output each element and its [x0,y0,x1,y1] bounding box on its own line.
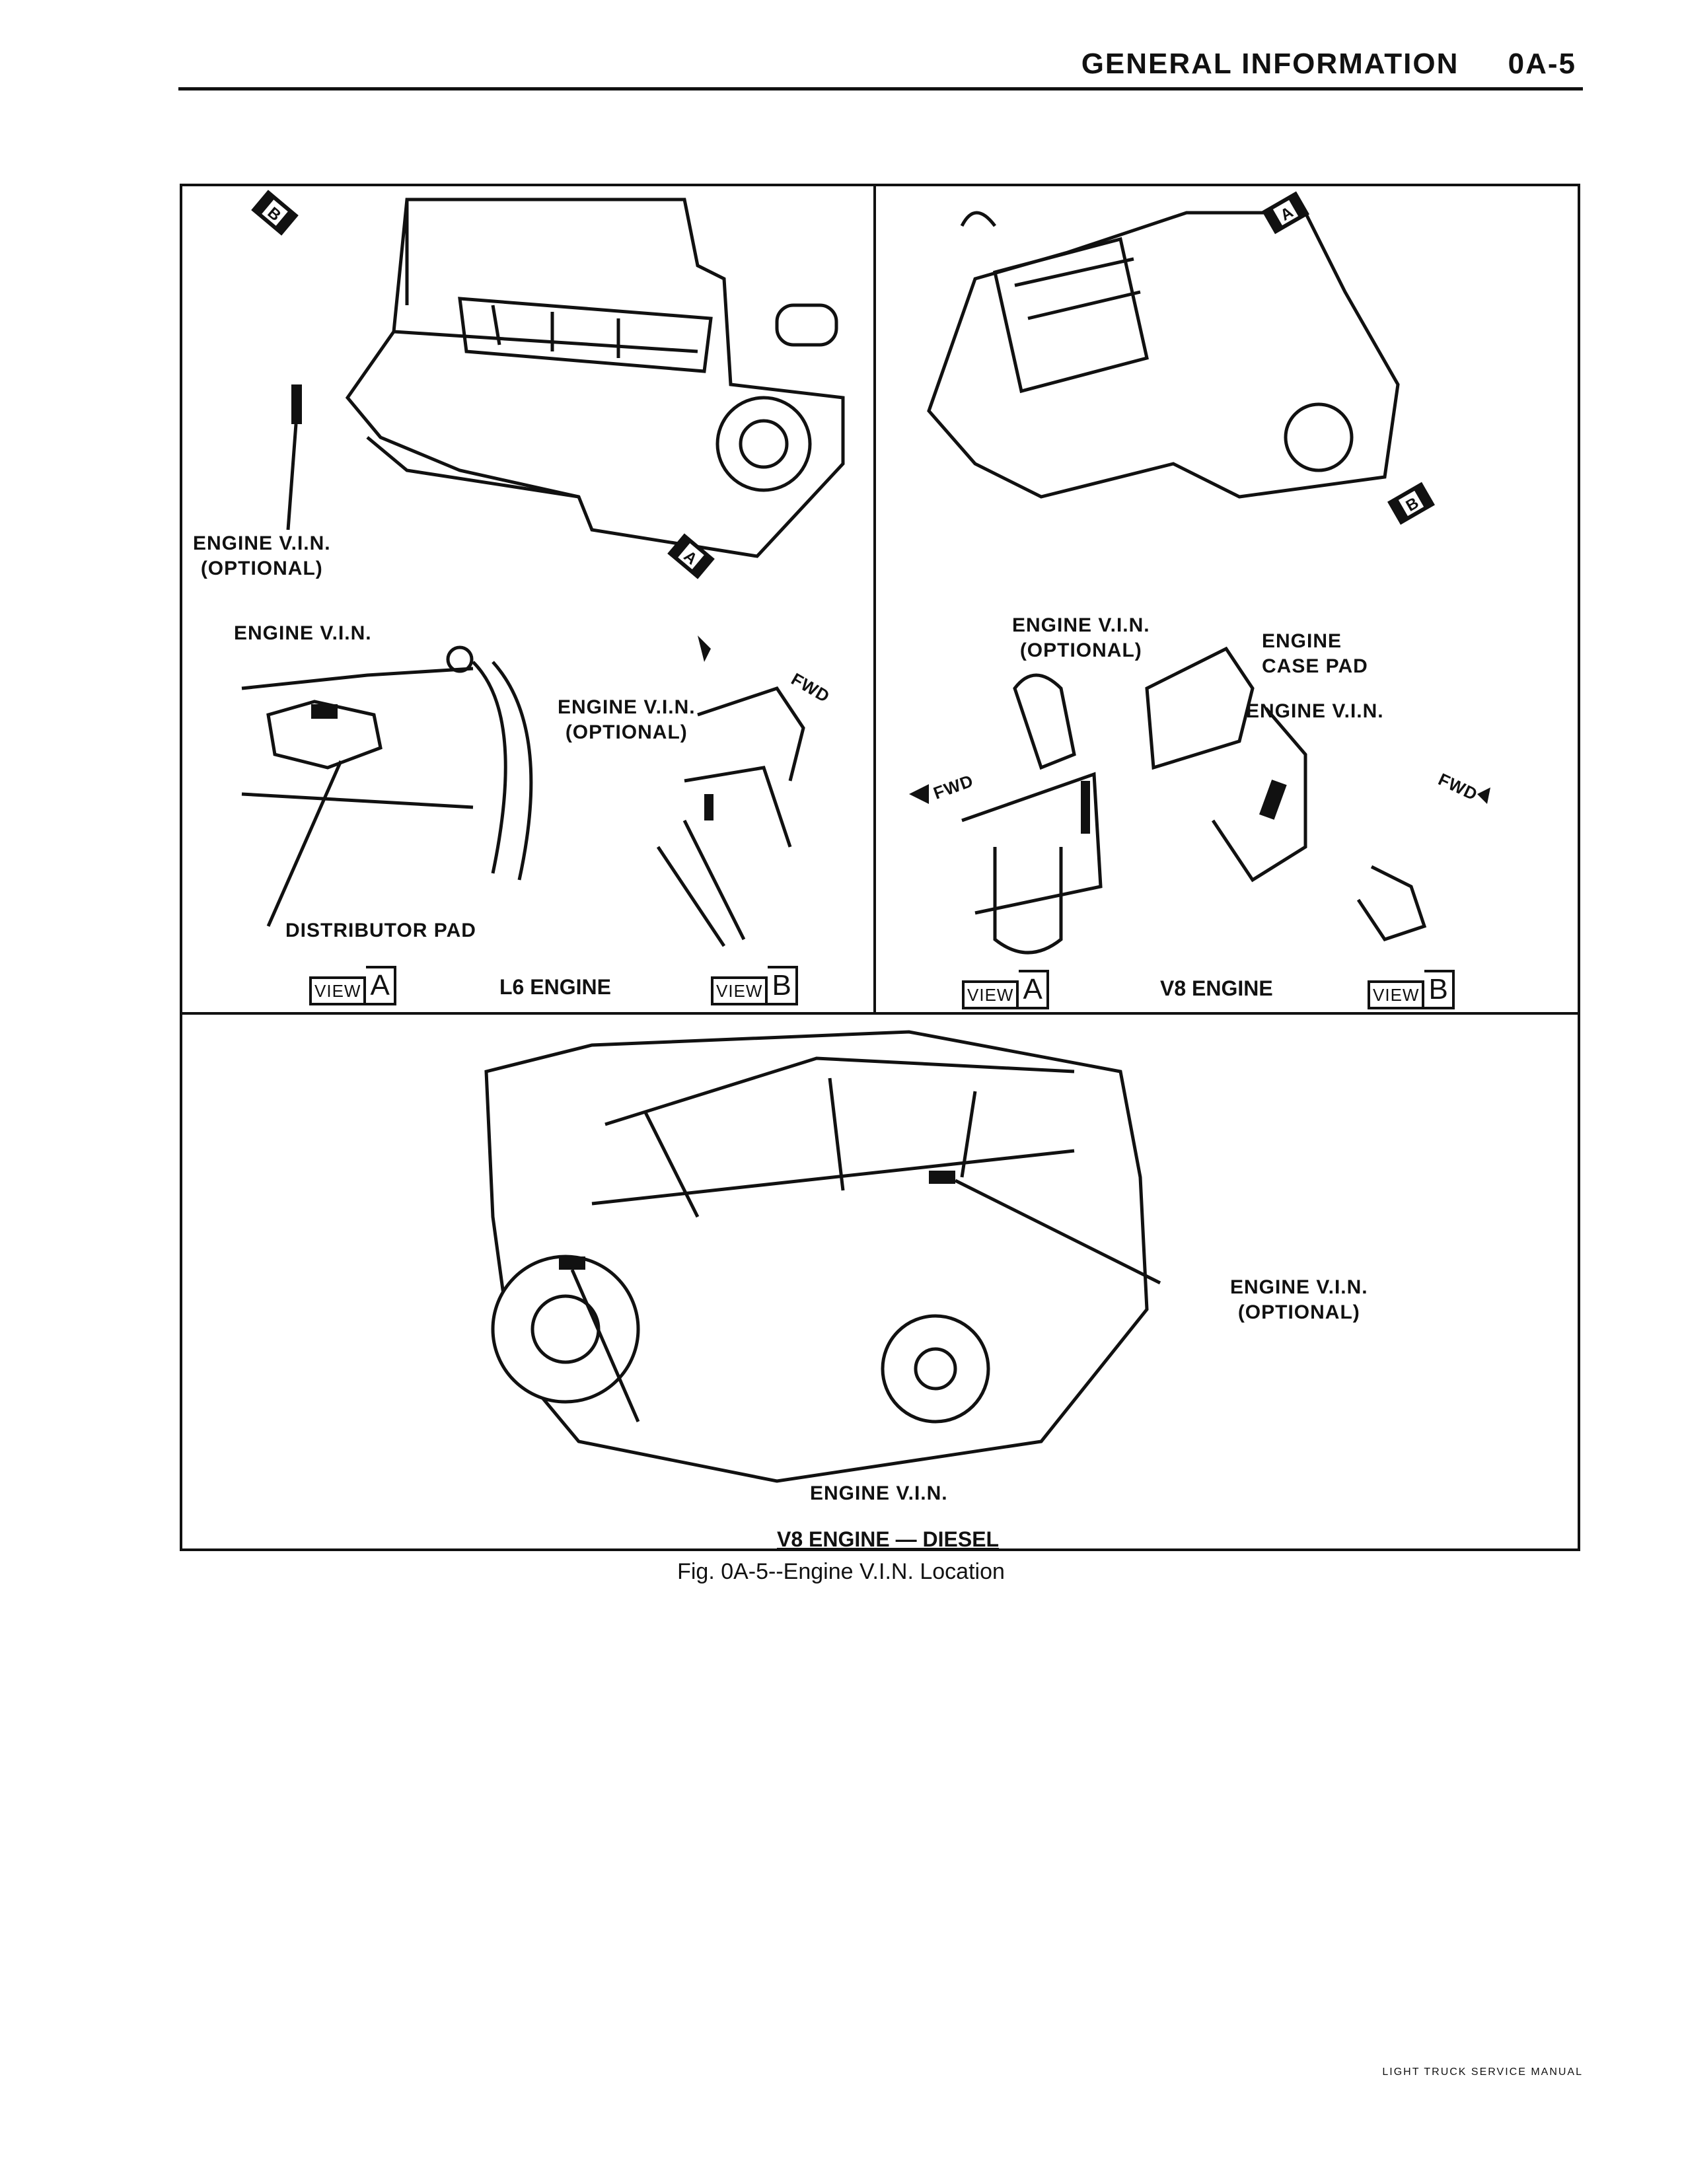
header-rule [178,87,1583,91]
label-line: CASE PAD [1262,655,1368,677]
v8-vin-label: ENGINE V.I.N. [1246,700,1384,722]
view-letter: A [366,966,396,1005]
figure-caption: Fig. 0A-5--Engine V.I.N. Location [677,1559,1005,1584]
l6-engine-drawing [286,198,845,558]
view-letter: B [768,966,798,1005]
engine-illustrations: B A A [241,190,1490,1483]
page-number: 0A-5 [1508,48,1576,80]
v8-view-b-drawing [1145,646,1490,941]
label-line: ENGINE V.I.N. [1012,614,1150,636]
view-word: VIEW [711,976,768,1005]
label-line: (OPTIONAL) [200,558,323,579]
l6-view-a-drawing [241,645,533,928]
l6-view-b-vin-label: ENGINE V.I.N. (OPTIONAL) [558,695,696,745]
page-footer: LIGHT TRUCK SERVICE MANUAL [1382,2066,1583,2078]
label-line: (OPTIONAL) [1237,1301,1360,1323]
l6-view-a-vin-label: ENGINE V.I.N. [234,622,372,644]
v8-vin-optional-label: ENGINE V.I.N. (OPTIONAL) [1012,613,1150,663]
label-line: (OPTIONAL) [1019,639,1142,661]
l6-engine-title: L6 ENGINE [499,975,611,999]
l6-view-b-drawing [656,636,805,947]
view-word: VIEW [962,980,1019,1009]
l6-vin-optional-label: ENGINE V.I.N. (OPTIONAL) [193,531,331,581]
label-line: ENGINE V.I.N. [558,696,696,718]
view-b-marker-icon: B [1387,482,1435,525]
label-line: ENGINE [1262,630,1342,652]
view-a-marker-icon: A [667,533,715,579]
view-a-marker-icon: A [1262,191,1309,235]
panel-divider-horizontal [182,1012,1578,1015]
v8-view-a-drawing [909,673,1103,955]
engine-case-pad-label: ENGINE CASE PAD [1262,629,1368,679]
diesel-engine-drawing [484,1030,1161,1483]
view-word: VIEW [309,976,367,1005]
page-header: GENERAL INFORMATION 0A-5 [1081,48,1576,81]
diesel-engine-title: V8 ENGINE — DIESEL [777,1527,1000,1551]
view-b-marker-icon: B [251,190,299,236]
view-word: VIEW [1368,980,1425,1009]
label-line: (OPTIONAL) [565,721,688,743]
panel-divider-vertical [873,186,876,1012]
figure-frame: B A A [180,184,1580,1551]
view-letter: A [1019,970,1049,1009]
label-line: ENGINE V.I.N. [1230,1276,1368,1298]
v8-engine-title: V8 ENGINE [1160,976,1273,1000]
diesel-vin-label: ENGINE V.I.N. [810,1482,948,1504]
v8-engine-drawing [927,211,1400,499]
distributor-pad-label: DISTRIBUTOR PAD [285,920,476,941]
section-title: GENERAL INFORMATION [1081,48,1459,80]
diesel-vin-optional-label: ENGINE V.I.N. (OPTIONAL) [1230,1275,1368,1325]
label-line: ENGINE V.I.N. [193,532,331,554]
view-letter: B [1424,970,1455,1009]
